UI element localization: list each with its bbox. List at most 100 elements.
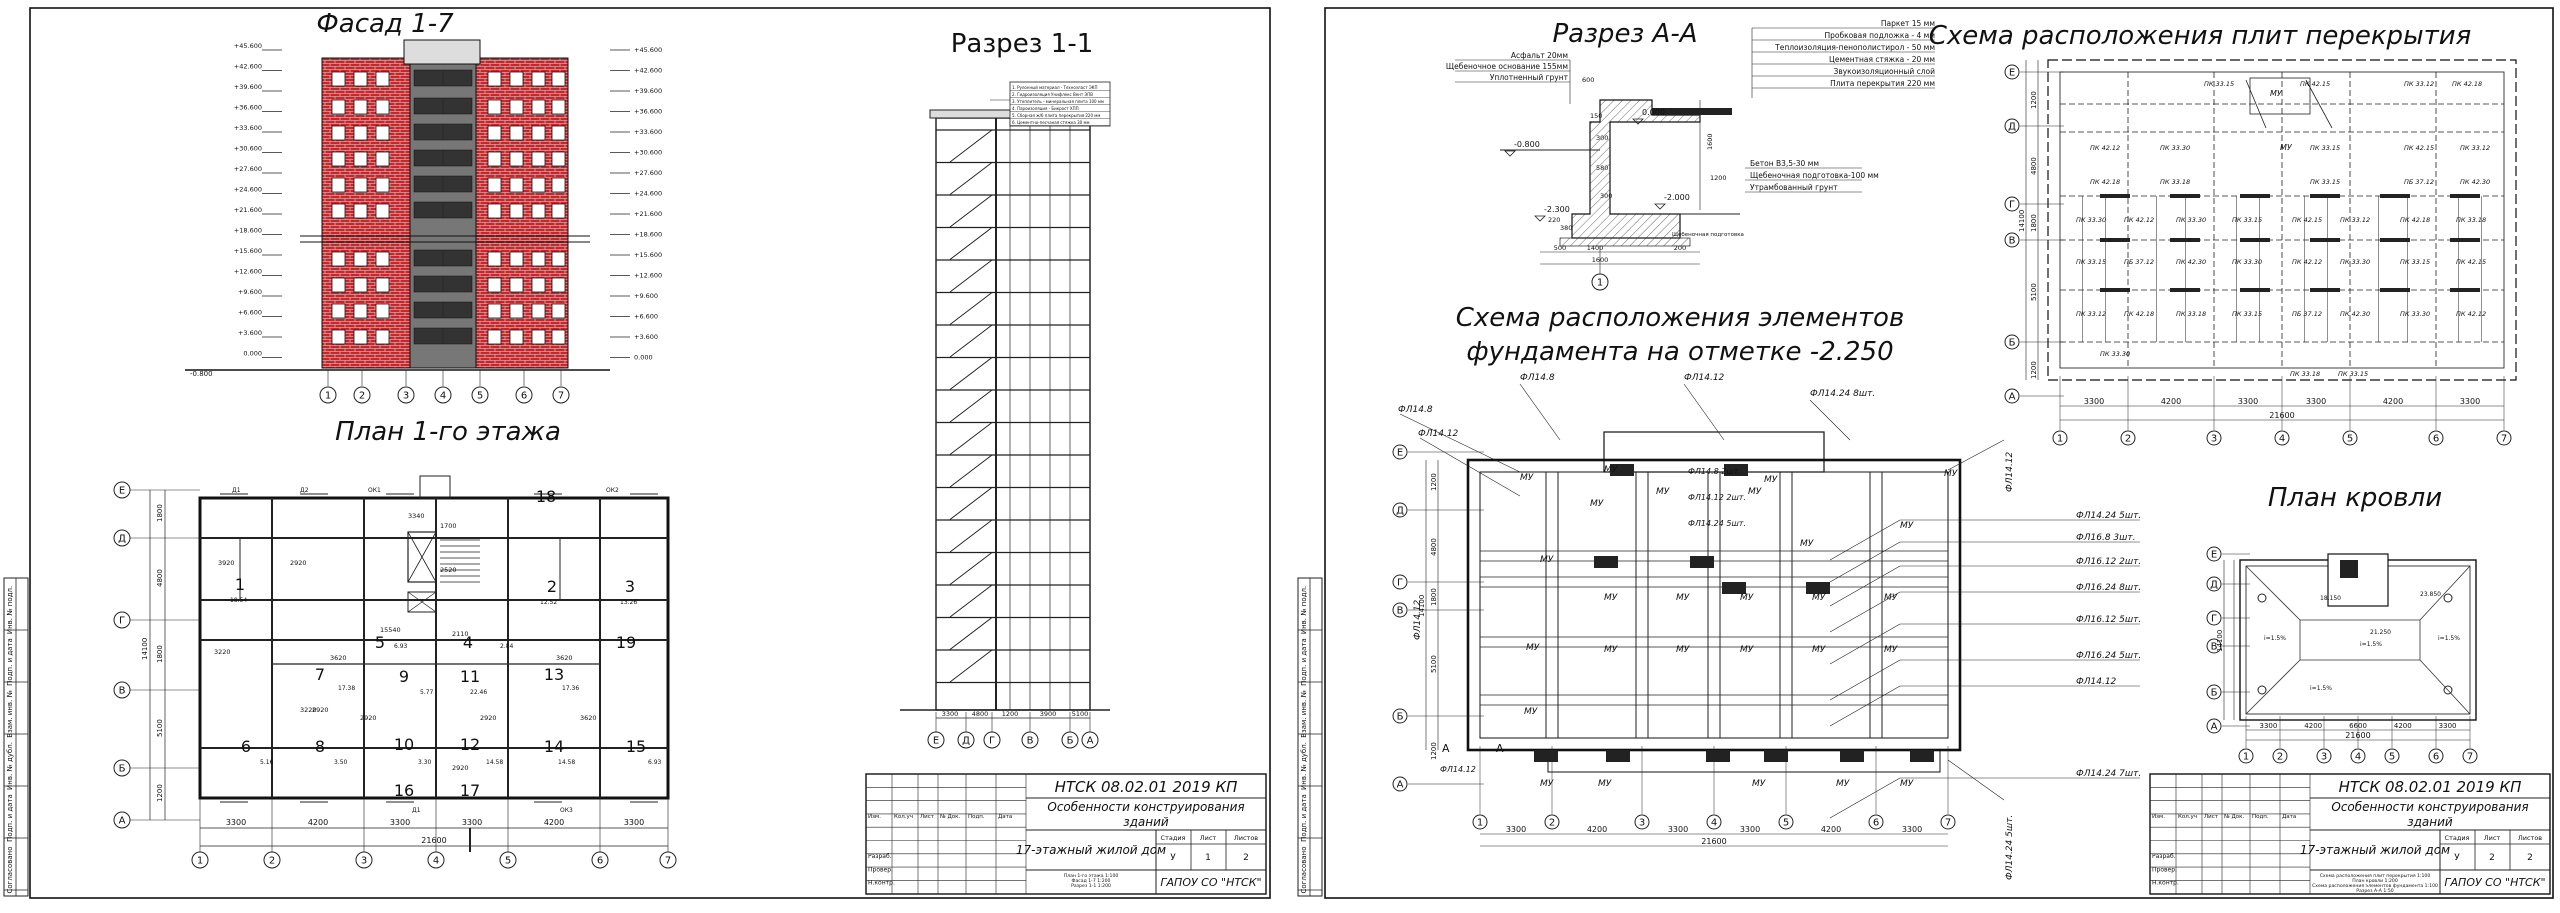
facade-window (531, 151, 546, 167)
saa-axis-bubble (1591, 273, 1609, 291)
level-label: +27.600 (234, 165, 262, 173)
facade-axis-6-bubble (515, 386, 533, 404)
plan-axis-y-Е-label: Е (119, 486, 125, 497)
foundation-mu-label: МУ (1800, 539, 1814, 549)
foundation-callout-inner: ФЛ14.12 2шт. (1688, 493, 1746, 502)
slab-mark: ПК 33.18 (2456, 216, 2486, 224)
floor-layer-text: Теплоизоляция-пенополистирол - 50 мм (1774, 43, 1935, 52)
section-dim: 4800 (972, 710, 989, 718)
facade-window (551, 177, 566, 193)
facade-axis-5-bubble (471, 386, 489, 404)
foundation-outer (1466, 458, 1962, 752)
slab-dark-joint (2100, 238, 2130, 242)
stamp-stage-header: Стадия (2445, 834, 2470, 842)
slab-mark: ПК 33.12 (2340, 216, 2370, 224)
foundation-leader (1829, 659, 1901, 701)
stamp-stage: У (1170, 853, 1176, 863)
slab-dark-joint (2170, 238, 2200, 242)
plan-room-number: 17 (460, 781, 480, 800)
axis-y-Д-bubble (2004, 118, 2020, 134)
stamp-row-label: Н.контр. (868, 880, 895, 887)
axis-y-Г-label: Г (1397, 578, 1403, 589)
facade-window (509, 99, 524, 115)
plan-dim: 4200 (308, 818, 328, 827)
side-strip-label: Инв. № дубл. (6, 742, 14, 790)
level-label: 0.000 (634, 354, 653, 362)
section-axis-В-bubble (1021, 731, 1039, 749)
plan-inner-dim: 1700 (440, 522, 457, 530)
saa-axis-label: 1 (1597, 278, 1603, 289)
section-stair-flight (949, 357, 993, 390)
slab-mark: ПК 33.15 (2204, 80, 2234, 88)
slab-mark: ПК 42.12 (2090, 144, 2120, 152)
facade-window (353, 303, 368, 319)
slab-mark: ПК 42.30 (2460, 178, 2490, 186)
foundation-leader (1829, 685, 1901, 727)
section-stair-flight (949, 584, 993, 618)
stamp-row-label: Разраб. (2152, 853, 2176, 860)
plan-axis-x-5-bubble (499, 851, 517, 869)
stamp-col-header: Подп. (968, 814, 985, 820)
facade-axis-5-label: 5 (477, 391, 483, 402)
plan-axis-x-6-bubble (591, 851, 609, 869)
slab-mark: ПК 33.15 (2310, 178, 2340, 186)
floor-layer-text: Звукоизоляционный слой (1834, 67, 1936, 76)
stamp-col-header: Дата (2282, 814, 2296, 820)
foundation-block-dark (1706, 750, 1730, 762)
plan-room-number: 3 (625, 577, 635, 596)
section-stair-flight (949, 194, 993, 228)
slab-mark: ПК 33.12 (2460, 144, 2490, 152)
plan-axis-y-В-bubble (113, 681, 131, 699)
level-label: +30.600 (234, 145, 262, 153)
axis-x-4-bubble (2350, 748, 2366, 764)
plan-room-number: 8 (315, 737, 325, 756)
roof-layer-text: 3. Утеплитель - минеральная плита 100 мм (1012, 99, 1104, 104)
footing-pad (1559, 237, 1691, 247)
foundation-leader (1829, 541, 1901, 583)
facade-window (531, 203, 546, 219)
stamp-object: 17-этажный жилой дом (1016, 843, 1166, 857)
slab-mark: ПК 33.15 (2310, 144, 2340, 152)
foundation-leader (1519, 383, 1561, 441)
section-dim: 1200 (1002, 710, 1019, 718)
sheet-1 (29, 7, 1271, 899)
facade-window (531, 125, 546, 141)
slab-dark-joint (2310, 238, 2340, 242)
plan-axis-x-7-label: 7 (665, 856, 671, 867)
plan-axis-x-4-bubble (427, 851, 445, 869)
section-stair-flight (949, 324, 993, 358)
plan-dim: 1800 (156, 504, 164, 522)
foundation-mu-label: МУ (1540, 779, 1554, 789)
foundation-callout: ФЛ14.24 7шт. (2076, 769, 2141, 779)
slab-mark: ПК 33.15 (2232, 216, 2262, 224)
facade-window (509, 125, 524, 141)
section-axis-Б-bubble (1061, 731, 1079, 749)
level-label: +39.600 (234, 83, 262, 91)
stamp-row-label: Провер. (2152, 866, 2177, 873)
plan-dim: 4800 (156, 569, 164, 587)
facade-window (331, 71, 346, 87)
facade-window (551, 99, 566, 115)
slab-mark: ПК 42.18 (2400, 216, 2430, 224)
plan-room-area: 2.84 (500, 643, 514, 650)
foundation-mu-label: МУ (1884, 645, 1898, 655)
foundation-mu-label: МУ (1526, 643, 1540, 653)
stamp-col-header: Дата (998, 814, 1012, 820)
facade-window (331, 251, 346, 267)
section-axis-Д-label: Д (962, 736, 970, 747)
plan-room-number: 7 (315, 665, 325, 684)
plan-room-number: 10 (394, 735, 414, 754)
slab-mark: ПК 33.30 (2340, 258, 2370, 266)
foundation-leader (1829, 591, 1901, 633)
floor-layer-text: Плита перекрытия 220 мм (1830, 79, 1935, 88)
plan-opening-mark: ОК1 (368, 487, 381, 494)
level-mark-text: -2.300 (1544, 205, 1570, 214)
foundation-mu-label: МУ (1752, 779, 1766, 789)
slab-mark: ПК 33.30 (2400, 310, 2430, 318)
dim-text: 4200 (1821, 825, 1841, 834)
plan-axis-y-А-label: А (119, 816, 126, 827)
